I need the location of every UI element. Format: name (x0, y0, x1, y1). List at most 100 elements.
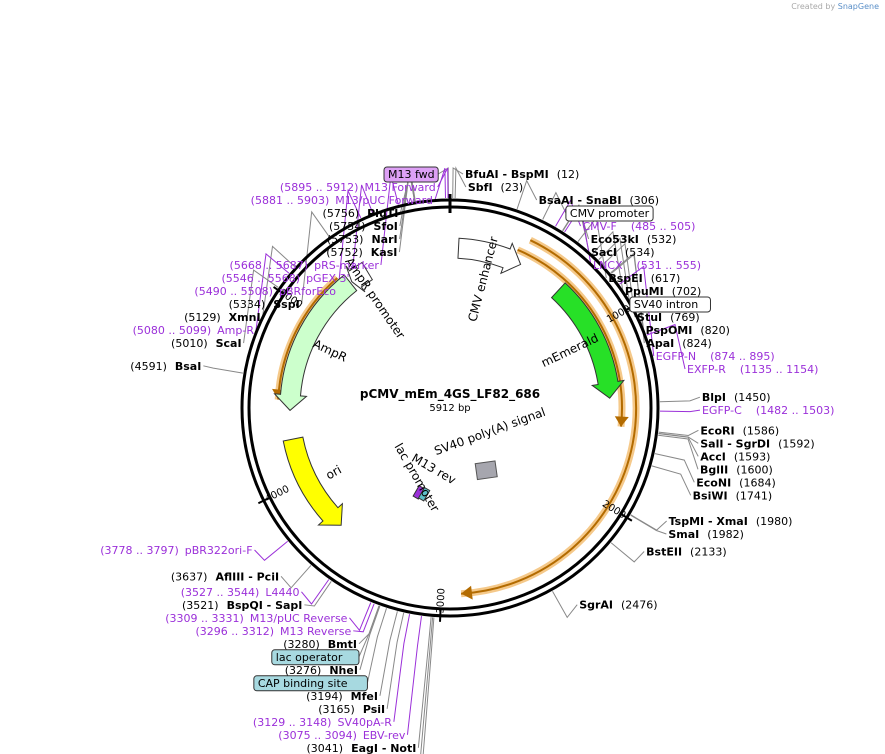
enz-text: BsaAI - SnaBI (539, 194, 622, 207)
tick-label: 4000 (264, 484, 292, 505)
label-text: (3276)NheI (285, 664, 358, 677)
label-bsai[interactable]: (4591)BsaI (130, 360, 201, 373)
label-bmti[interactable]: (3280)BmtI (283, 638, 357, 651)
label-text: (5129)XmnI (184, 311, 260, 324)
label-bspei[interactable]: BspEI(617) (608, 272, 680, 285)
label-cmv-promoter[interactable]: CMV promoter (565, 205, 654, 222)
feature-shape (417, 486, 431, 502)
label-saci[interactable]: SacI(534) (591, 246, 655, 259)
label-text: ApaI(824) (646, 337, 712, 350)
label-bglii[interactable]: BglII(1600) (700, 463, 773, 476)
label-eagi-noti[interactable]: (3041)EagI - NotI (307, 742, 417, 754)
label-ecori[interactable]: EcoRI(1586) (700, 424, 779, 437)
label-smai[interactable]: SmaI(1982) (668, 528, 743, 541)
label-text: (5756)PluTI (323, 207, 399, 220)
label-acci[interactable]: AccI(1593) (700, 450, 770, 463)
pos-text: (3165) (318, 703, 355, 716)
label-psii[interactable]: (3165)PsiI (318, 703, 385, 716)
label-afliii-pcii[interactable]: (3637) AflIII - PciI (171, 570, 279, 583)
label-egfp-c[interactable]: EGFP-C(1482 .. 1503) (702, 404, 834, 417)
label-pgex-3[interactable]: (5546 .. 5568)pGEX 3' (222, 272, 350, 285)
leader-line (454, 166, 467, 199)
label-ebv-rev[interactable]: (3075 .. 3094) EBV-rev (278, 729, 406, 742)
label-kasi[interactable]: (5752)KasI (326, 246, 397, 259)
label-econi[interactable]: EcoNI(1684) (696, 476, 775, 489)
label-pluti[interactable]: (5756)PluTI (323, 207, 399, 220)
label-sv40pa-r[interactable]: (3129 .. 3148)SV40pA-R (253, 716, 392, 729)
label-exfp-r[interactable]: EXFP-R(1135 .. 1154) (687, 363, 818, 376)
enz-text: AflIII - PciI (215, 570, 279, 583)
primer-text: (1135 .. 1154) (740, 363, 819, 376)
label-text: SgrAI(2476) (579, 599, 657, 612)
feature-sv40-poly-a-signal[interactable]: SV40 poly(A) signal (432, 405, 547, 481)
label-tspmi-xmai[interactable]: TspMI - XmaI(1980) (669, 515, 793, 528)
feature-cmv-enhancer[interactable]: CMV enhancer (457, 235, 522, 323)
label-mfei[interactable]: (3194)MfeI (306, 690, 378, 703)
label-m13-forward[interactable]: (5895 .. 5912)M13 Forward (280, 181, 436, 194)
label-cap-binding-site[interactable]: CAP binding site (253, 675, 368, 692)
label-sspi[interactable]: (5334)SspI (229, 298, 300, 311)
pos-text: (5756) (323, 207, 360, 220)
label-lac-operator[interactable]: lac operator (271, 649, 360, 666)
label-nhei[interactable]: (3276)NheI (285, 664, 358, 677)
label-egfp-n[interactable]: EGFP-N(874 .. 895) (656, 350, 775, 363)
feature-ori[interactable]: ori (282, 436, 344, 526)
label-nari[interactable]: (5753)NarI (327, 233, 398, 246)
leader-line (358, 605, 380, 658)
label-sbfi[interactable]: SbfI(23) (468, 181, 523, 194)
label-bsaai-snabi[interactable]: BsaAI - SnaBI(306) (539, 194, 659, 207)
primer-text: EBV-rev (363, 729, 406, 742)
primer-text: (3075 .. 3094) (278, 729, 357, 742)
leader-line (262, 245, 296, 318)
label-pbr322ori-f[interactable]: (3778 .. 3797)pBR322ori-F (100, 544, 252, 557)
label-sfoi[interactable]: (5754)SfoI (329, 220, 398, 233)
label-text: (5753)NarI (327, 233, 398, 246)
label-sv40-intron[interactable]: SV40 intron (629, 296, 711, 313)
label-apai[interactable]: ApaI(824) (646, 337, 712, 350)
feature-shape (282, 436, 343, 526)
label-ppumi[interactable]: PpuMI(702) (625, 285, 701, 298)
label-stui[interactable]: StuI(769) (637, 311, 700, 324)
label-m13-fwd[interactable]: M13 fwd (383, 166, 439, 183)
label-bsteii[interactable]: BstEII(2133) (646, 545, 726, 558)
primer-text: EGFP-C (702, 404, 742, 417)
label-bfuai-bspmi[interactable]: BfuAI - BspMI(12) (465, 168, 579, 181)
label-pbrforeco[interactable]: (5490 .. 5508)pBRforEco (194, 285, 336, 298)
label-m13-puc-reverse[interactable]: (3309 .. 3331)M13/pUC Reverse (165, 612, 347, 625)
label-xmni[interactable]: (5129)XmnI (184, 311, 260, 324)
label-bspqi-sapi[interactable]: (3521)BspQI - SapI (182, 599, 302, 612)
primer-text: M13/pUC Forward (335, 194, 433, 207)
label-text: (5010)ScaI (171, 337, 242, 350)
leader-line (651, 465, 692, 496)
leader-line (337, 188, 362, 292)
label-lncx[interactable]: LNCX(531 .. 555) (593, 259, 701, 272)
orf-2-arrowhead (461, 585, 473, 600)
label-text: (3280)BmtI (283, 638, 357, 651)
pos-text: (617) (651, 272, 681, 285)
enz-text: BstEII (646, 545, 682, 558)
label-sgrai[interactable]: SgrAI(2476) (579, 599, 657, 612)
tick-mark (257, 496, 271, 505)
label-prs-marker[interactable]: (5668 .. 5687)pRS-marker (230, 259, 380, 272)
label-pspomi[interactable]: PspOMI(820) (646, 324, 730, 337)
leader-line (598, 237, 631, 305)
feature-shape (273, 274, 358, 412)
label-eco53ki[interactable]: Eco53kI(532) (591, 233, 677, 246)
label-cmv-f[interactable]: CMV-F(485 .. 505) (583, 220, 696, 233)
label-scai[interactable]: (5010)ScaI (171, 337, 242, 350)
pos-text: (1586) (743, 424, 780, 437)
label-text: BglII(1600) (700, 463, 773, 476)
primer-text: L4440 (265, 586, 299, 599)
label-sali-sgrdi[interactable]: SalI - SgrDI(1592) (700, 437, 814, 450)
label-text: (5334)SspI (229, 298, 300, 311)
primer-text: (3296 .. 3312) (195, 625, 274, 638)
label-bsiwi[interactable]: BsiWI(1741) (693, 489, 773, 502)
primer-text: (3129 .. 3148) (253, 716, 332, 729)
label-m13-puc-forward[interactable]: (5881 .. 5903)M13/pUC Forward (251, 194, 433, 207)
label-m13-reverse[interactable]: (3296 .. 3312)M13 Reverse (195, 625, 351, 638)
label-l4440[interactable]: (3527 .. 3544)L4440 (181, 586, 300, 599)
pos-text: (3637) (171, 570, 208, 583)
leader-line (353, 603, 375, 633)
label-blpi[interactable]: BlpI(1450) (702, 391, 771, 404)
label-amp-r[interactable]: (5080 .. 5099)Amp-R (133, 324, 255, 337)
